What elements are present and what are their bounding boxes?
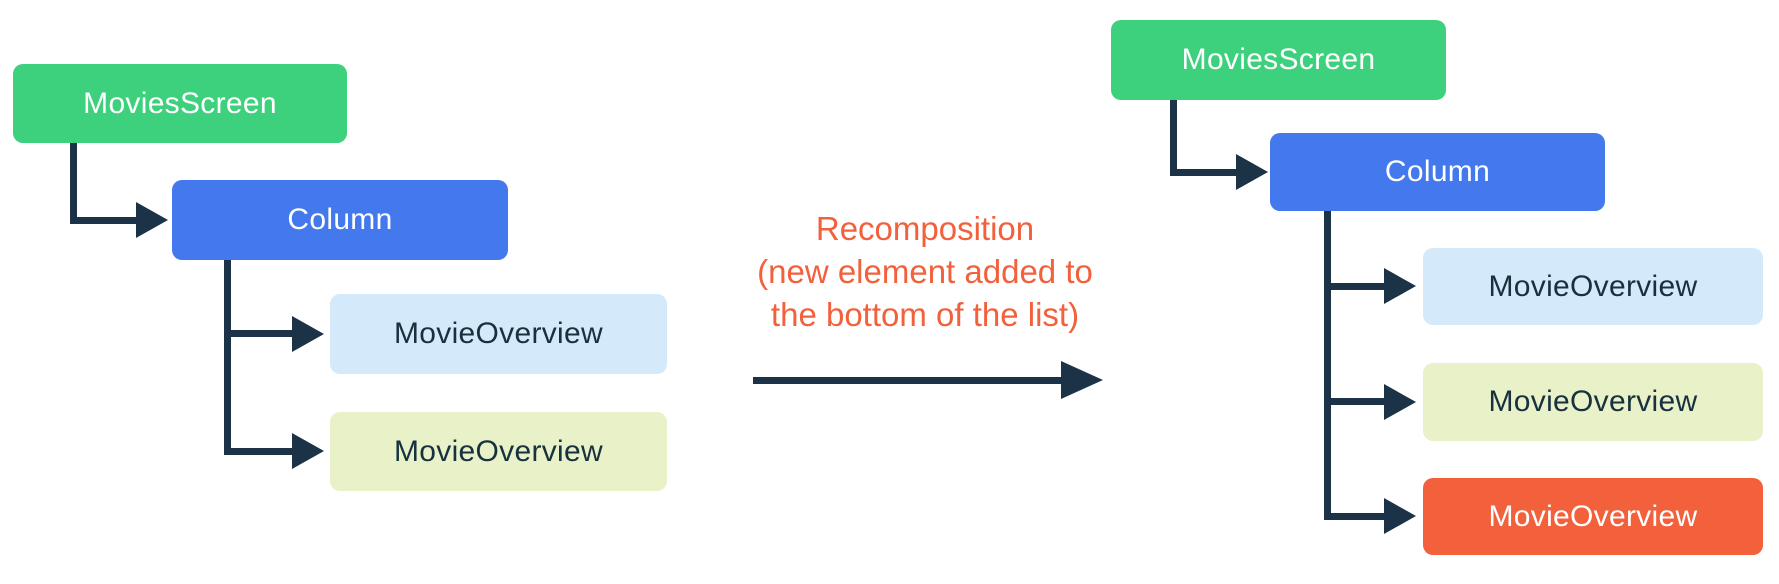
left-branch-2-arrow-icon — [292, 433, 324, 469]
transition-arrow-line — [753, 377, 1065, 384]
right-node-movie-overview-1: MovieOverview — [1423, 248, 1763, 325]
caption-line-1: Recomposition — [815, 210, 1035, 247]
right-branch-3-arrow-icon — [1384, 498, 1416, 534]
left-column-trunk-line — [224, 259, 231, 455]
right-branch-2-arrow-icon — [1384, 384, 1416, 420]
right-elbow-horizontal-line — [1170, 169, 1240, 176]
caption-line-3: the bottom of the list) — [770, 296, 1080, 333]
left-node-movie-overview-1: MovieOverview — [330, 294, 667, 374]
caption-line-2: (new element added to — [757, 253, 1093, 290]
left-elbow-horizontal-line — [70, 217, 142, 224]
recomposition-caption: Recomposition (new element added to the … — [670, 207, 1180, 336]
left-branch-2-line — [224, 448, 294, 455]
right-node-movie-overview-2: MovieOverview — [1423, 363, 1763, 441]
left-branch-1-line — [224, 330, 294, 337]
right-branch-3-line — [1324, 513, 1388, 520]
left-elbow-vertical-line — [70, 142, 77, 224]
right-branch-1-arrow-icon — [1384, 268, 1416, 304]
right-branch-2-line — [1324, 398, 1388, 405]
right-node-movie-overview-3-new: MovieOverview — [1423, 478, 1763, 555]
right-node-movies-screen: MoviesScreen — [1111, 20, 1446, 100]
right-branch-1-line — [1324, 283, 1388, 290]
left-node-column: Column — [172, 180, 508, 260]
right-node-column: Column — [1270, 133, 1605, 211]
right-column-trunk-line — [1324, 210, 1331, 520]
left-elbow-arrow-icon — [136, 202, 168, 238]
right-elbow-arrow-icon — [1236, 154, 1268, 190]
right-elbow-vertical-line — [1170, 99, 1177, 176]
left-node-movies-screen: MoviesScreen — [13, 64, 347, 143]
left-node-movie-overview-2: MovieOverview — [330, 412, 667, 491]
left-branch-1-arrow-icon — [292, 316, 324, 352]
transition-arrow-icon — [1061, 361, 1103, 399]
